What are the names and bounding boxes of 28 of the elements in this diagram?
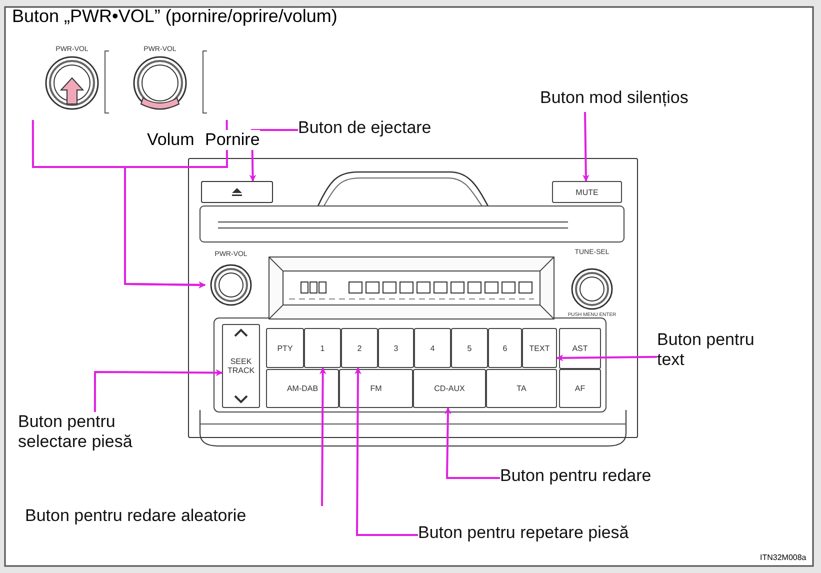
radio-button: CD-AUX <box>413 369 486 408</box>
radio-button: 2 <box>341 328 378 368</box>
button-text: SEEK TRACK <box>226 357 256 375</box>
eject-button <box>201 181 273 203</box>
radio-button: 5 <box>451 328 488 368</box>
radio-button: 1 <box>304 328 341 368</box>
leader-line <box>556 354 658 362</box>
radio-button: 4 <box>414 328 451 368</box>
radio-button: MUTE <box>552 181 622 203</box>
radio-button: 3 <box>378 328 414 368</box>
radio-button: AF <box>559 369 601 408</box>
radio-button: 6 <box>488 328 522 368</box>
radio-button: FM <box>339 369 413 408</box>
leader-line <box>124 120 228 288</box>
leader-line <box>582 112 590 182</box>
leader-line <box>354 367 418 536</box>
knob-caption: Pornire <box>205 130 260 150</box>
radio-button: AM-DAB <box>266 369 339 408</box>
figure-code: ITN32M008a <box>760 553 806 562</box>
seek-track-button <box>222 324 260 408</box>
radio-button: AST <box>559 328 601 369</box>
radio-button: PTY <box>266 328 304 368</box>
leader-line <box>319 367 326 506</box>
heading: Buton „PWR•VOL” (pornire/oprire/volum) <box>12 6 338 27</box>
leader-line <box>94 369 223 412</box>
radio-button: TEXT <box>522 328 557 368</box>
leader-line <box>444 407 500 479</box>
radio-button: TA <box>486 369 557 408</box>
